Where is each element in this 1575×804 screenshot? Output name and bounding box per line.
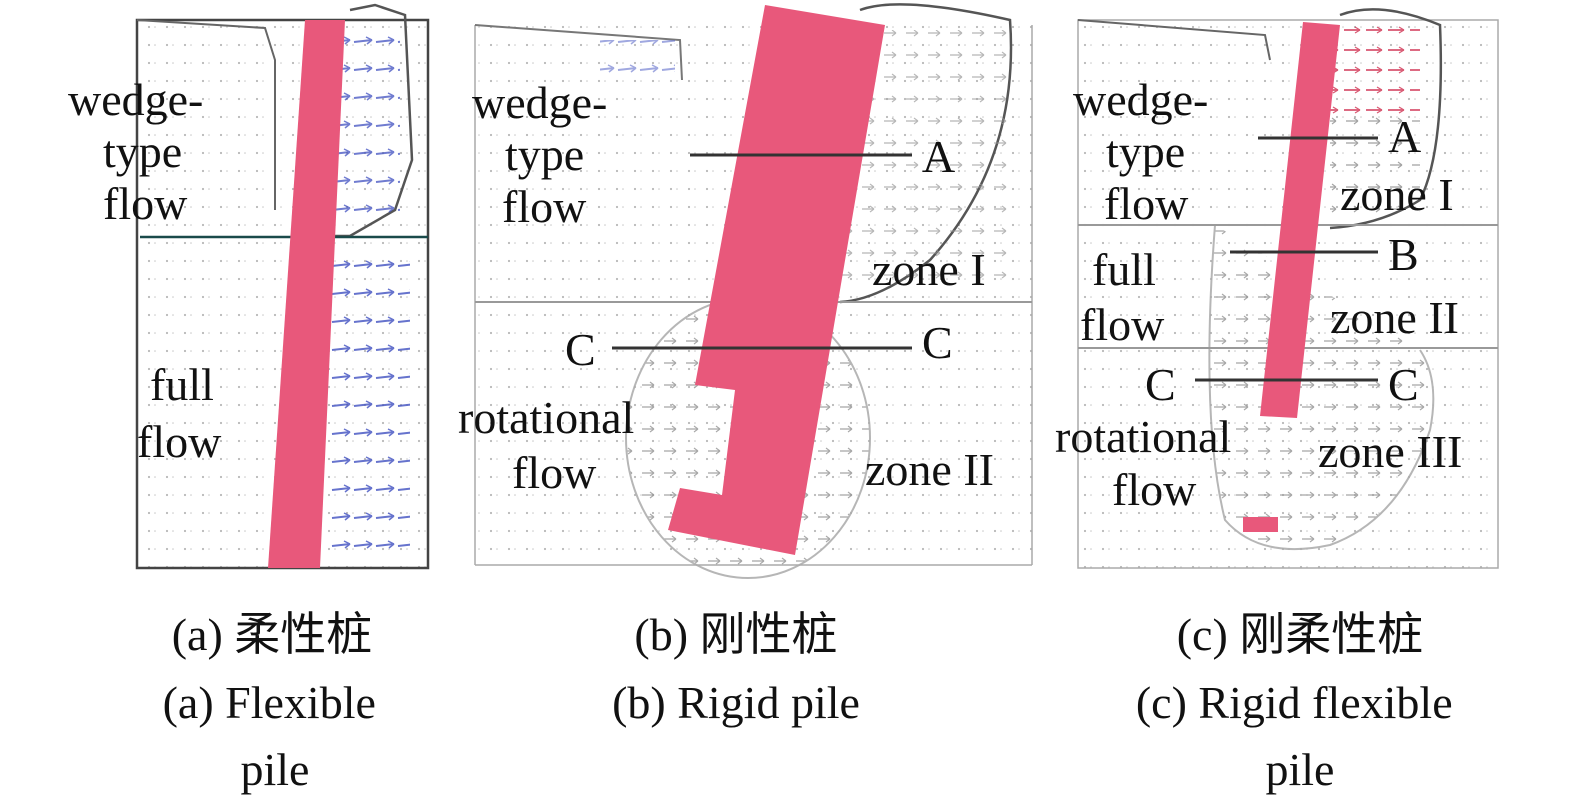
panel-c-wedge-line-1: wedge- — [1073, 74, 1208, 125]
panel-a-label-full-flow: full flow — [137, 359, 225, 467]
panel-c-pile-tip — [1243, 517, 1278, 532]
panel-b-section-c-left-label: C — [565, 324, 596, 375]
panel-b-wedge-line-2: type — [505, 129, 584, 180]
panel-a: wedge- type flow full flow (a) 柔性桩 (a) F… — [68, 3, 430, 795]
panel-c-surface-vectors — [1330, 25, 1420, 115]
panel-a-label-wedge-type-flow: wedge- type flow — [68, 74, 215, 229]
panel-b-caption-en-line-1: (b) Rigid pile — [612, 677, 860, 728]
panel-a-caption-en-line-1: (a) Flexible — [163, 677, 376, 728]
panel-c-label-full-flow: full flow — [1080, 244, 1167, 350]
panel-a-ground-line — [136, 19, 276, 210]
panel-a-full-line-1: full — [150, 359, 214, 410]
panel-b-section-c-right-label: C — [922, 317, 953, 368]
panel-c-caption-en: (c) Rigid flexible pile — [1136, 677, 1464, 795]
panel-c-zone-1-vectors — [1330, 115, 1420, 225]
panel-c-section-b-label: B — [1388, 229, 1419, 280]
panel-c-caption-en-line-1: (c) Rigid flexible — [1136, 677, 1453, 728]
panel-c-caption-cn: (c) 刚柔性桩 — [1177, 609, 1424, 660]
panel-b-wedge-line-3: flow — [502, 181, 587, 232]
panel-a-caption-en-line-2: pile — [241, 744, 310, 795]
panel-b-ground-line — [474, 24, 683, 81]
panel-c-wedge-outline — [1329, 8, 1443, 230]
panel-b-section-a-label: A — [922, 131, 955, 182]
panel-b-pile — [668, 5, 885, 555]
panel-c-full-line-1: full — [1092, 244, 1156, 295]
panel-a-wedge-line-3: flow — [103, 178, 188, 229]
panel-c-section-c-left-label: C — [1145, 359, 1176, 410]
panel-a-caption-en: (a) Flexible pile — [163, 677, 388, 795]
panel-b-rot-line-1: rotational — [458, 392, 634, 443]
panel-a-full-line-2: flow — [137, 416, 222, 467]
panel-c-rot-line-2: flow — [1112, 464, 1197, 515]
panel-c: A B C C zone I zone II zone III wedge- t… — [1055, 8, 1499, 795]
panel-c-pile — [1260, 22, 1340, 418]
panel-b-caption-en: (b) Rigid pile — [612, 677, 860, 728]
panel-b-zone-1-label: zone I — [872, 244, 986, 295]
panel-c-ground-line — [1077, 19, 1271, 61]
panel-b-wedge-line-1: wedge- — [472, 77, 607, 128]
panel-c-full-line-2: flow — [1080, 299, 1165, 350]
panel-c-label-rotational-flow: rotational flow — [1055, 411, 1243, 515]
panel-c-rot-line-1: rotational — [1055, 411, 1231, 462]
panel-b-zone-2-label: zone II — [865, 444, 994, 495]
panel-b-label-wedge-type-flow: wedge- type flow — [472, 77, 619, 232]
panel-c-wedge-line-2: type — [1106, 126, 1185, 177]
panel-b-rot-line-2: flow — [512, 447, 597, 498]
panel-c-zone-1-label: zone I — [1340, 169, 1454, 220]
panel-a-wedge-line-1: wedge- — [68, 74, 203, 125]
panel-a-pile — [268, 20, 345, 568]
panel-c-frame — [1077, 19, 1499, 569]
panel-c-wedge-line-3: flow — [1104, 178, 1189, 229]
panel-c-section-a-label: A — [1388, 111, 1421, 162]
panel-c-rotational-region — [1208, 224, 1435, 551]
panel-c-caption-en-line-2: pile — [1266, 744, 1335, 795]
panel-a-wedge-line-2: type — [103, 126, 182, 177]
panel-b-caption-cn: (b) 刚性桩 — [634, 609, 837, 660]
panel-a-full-flow-vectors — [330, 250, 410, 550]
panel-c-zone-3-label: zone III — [1318, 426, 1462, 477]
panel-b-surface-vectors — [600, 40, 675, 80]
panel-b: A C C zone I zone II wedge- type flow ro… — [458, 3, 1033, 728]
panel-b-label-rotational-flow: rotational flow — [458, 392, 646, 498]
panel-c-section-c-right-label: C — [1388, 359, 1419, 410]
panel-c-label-wedge-type-flow: wedge- type flow — [1073, 74, 1220, 229]
panel-a-caption-cn: (a) 柔性桩 — [172, 609, 373, 660]
panel-c-zone-2-label: zone II — [1330, 292, 1459, 343]
